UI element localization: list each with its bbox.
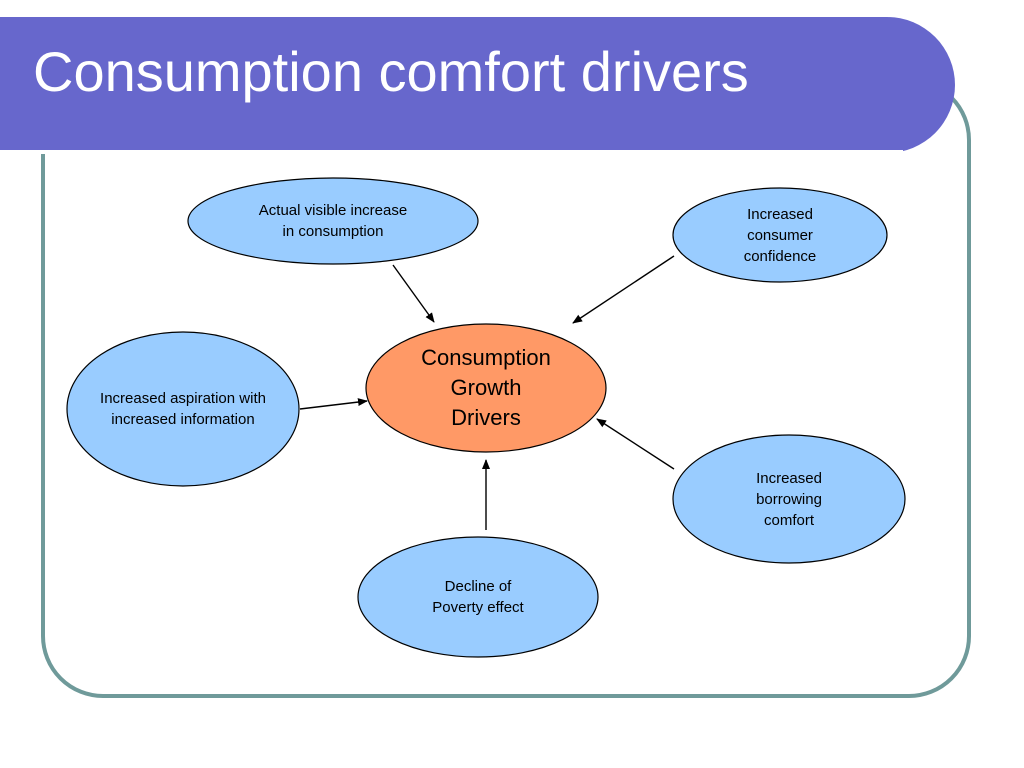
driver-label-actual-visible-increase: Actual visible increase in consumption (258, 202, 408, 240)
arrow-consumer-confidence-to-hub (572, 255, 675, 324)
driver-label-consumer-confidence: Increased consumer confidence (743, 205, 817, 265)
arrow-aspiration-information-to-hub (299, 398, 368, 410)
driver-node-poverty-effect (357, 536, 599, 658)
driver-node-consumer-confidence (672, 187, 888, 283)
slide-title: Consumption comfort drivers (33, 40, 749, 103)
driver-label-borrowing-comfort: Increased borrowing comfort (756, 469, 822, 529)
driver-node-aspiration-information (66, 331, 300, 487)
driver-node-borrowing-comfort (672, 434, 906, 564)
title-underline (0, 150, 903, 154)
arrow-actual-visible-increase-to-hub (392, 264, 435, 323)
title-bar (0, 17, 955, 154)
hub-label-hub: Consumption Growth Drivers (421, 345, 551, 430)
driver-node-actual-visible-increase (187, 177, 479, 265)
driver-label-aspiration-information: Increased aspiration with increased info… (100, 390, 266, 428)
arrow-borrowing-comfort-to-hub (596, 418, 675, 470)
driver-label-poverty-effect: Decline of Poverty effect (432, 578, 524, 616)
hub-node-hub (365, 323, 607, 453)
